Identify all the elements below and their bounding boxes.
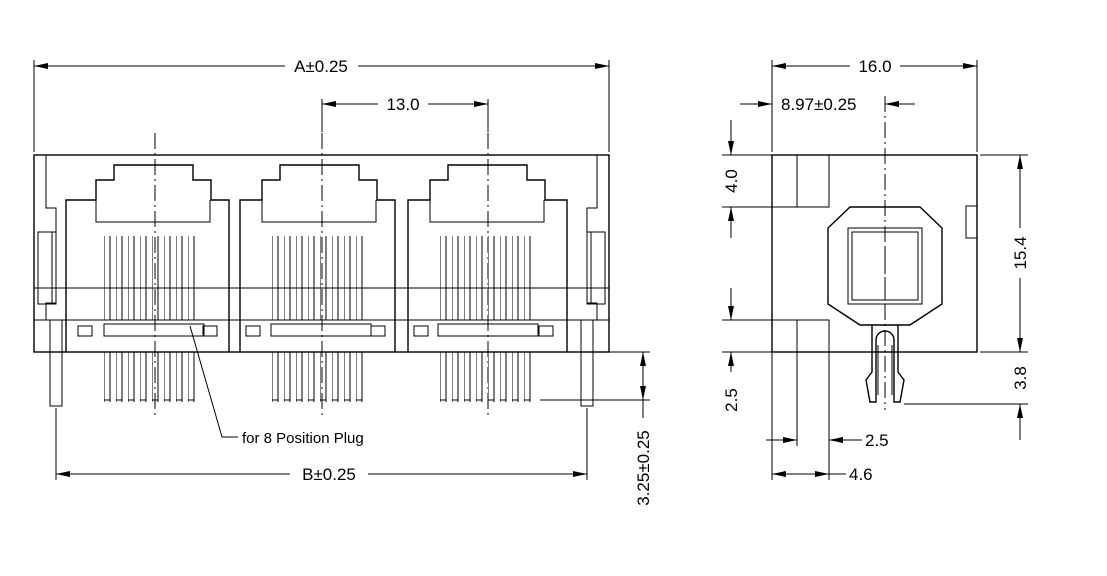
- right-side-clip: [580, 155, 606, 407]
- side-view: 16.0 8.97±0.25 4.0 15.4: [722, 57, 1030, 484]
- dim-post-width: [766, 352, 862, 480]
- dim-pitch: [321, 99, 489, 132]
- dim-side-offset: [740, 101, 915, 107]
- dim-post-offset-label: 4.6: [849, 465, 873, 484]
- rj45-port-1: [65, 133, 230, 418]
- dim-post-offset: [772, 471, 846, 477]
- dim-side-width-label: 16.0: [858, 57, 891, 76]
- dim-pin-length-label: 3.8: [1011, 366, 1030, 390]
- dim-pin-offset-label: 3.25±0.25: [634, 430, 653, 506]
- side-bottom-step: [772, 319, 830, 352]
- rj45-port-2: [239, 133, 396, 418]
- dim-bottom-step: [722, 288, 772, 372]
- side-housing-outline: [771, 154, 978, 353]
- dim-overall-width: [33, 60, 610, 152]
- dim-pitch-label: 13.0: [386, 95, 419, 114]
- dim-top-step-label: 4.0: [722, 169, 741, 193]
- side-latch-window: [827, 206, 943, 326]
- front-view: A±0.25 13.0 B±0.25: [33, 57, 653, 506]
- dim-top-step: [722, 120, 797, 238]
- dim-bottom-step-label: 2.5: [722, 388, 741, 412]
- side-top-block: [796, 154, 830, 208]
- dim-pin-span-label: B±0.25: [302, 465, 356, 484]
- dim-side-offset-label: 8.97±0.25: [781, 95, 857, 114]
- dim-pin-offset: [540, 351, 650, 418]
- rj45-port-3: [407, 133, 568, 418]
- dim-post-width-label: 2.5: [865, 431, 889, 450]
- left-side-clip: [37, 155, 63, 407]
- plug-note-leader: [189, 325, 238, 438]
- dim-pin-length: [904, 351, 1028, 440]
- dim-height-label: 15.4: [1011, 236, 1030, 269]
- dim-pin-span: [55, 408, 588, 480]
- plug-note-label: for 8 Position Plug: [242, 430, 364, 447]
- dim-side-width: [771, 60, 978, 152]
- dim-overall-width-label: A±0.25: [294, 57, 348, 76]
- side-latch-notch: [965, 205, 977, 239]
